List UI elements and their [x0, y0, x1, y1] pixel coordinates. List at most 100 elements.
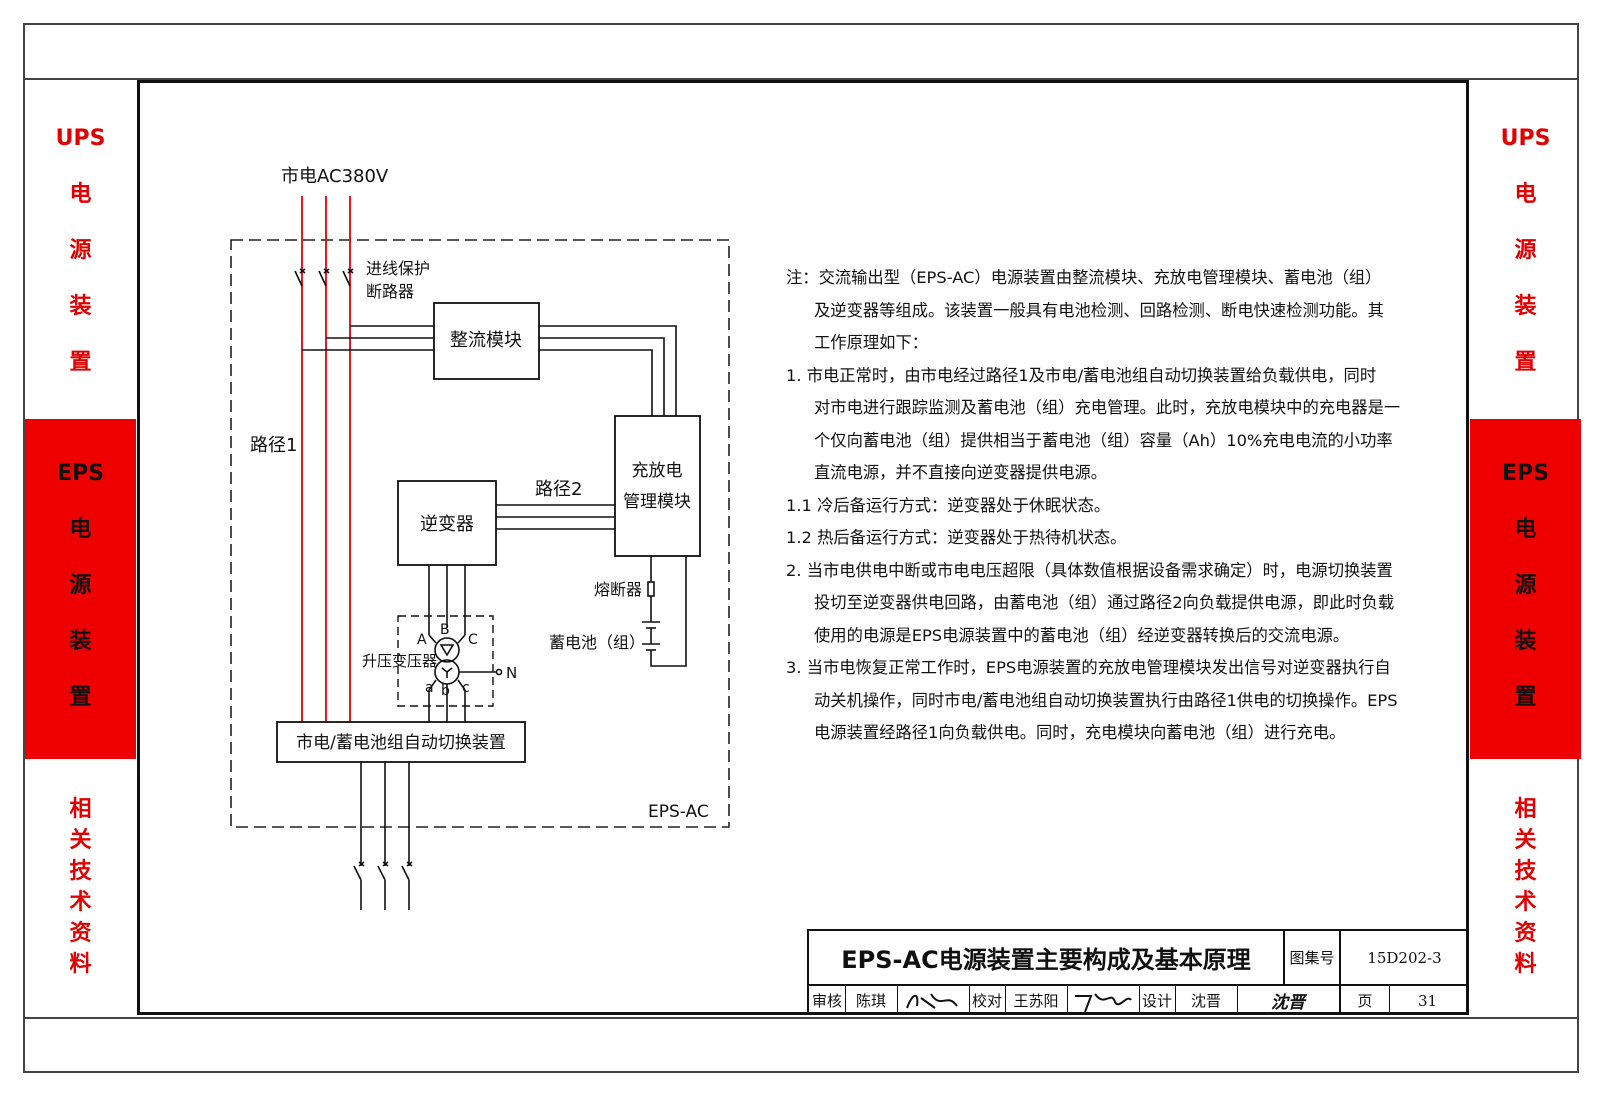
battery-label: 蓄电池（组） — [549, 633, 645, 652]
note-line: 注：交流输出型（EPS-AC）电源装置由整流模块、充放电管理模块、蓄电池（组） — [786, 268, 1382, 287]
note-line: 1. 市电正常时，由市电经过路径1及市电/蓄电池组自动切换装置给负载供电，同时 — [786, 365, 1377, 385]
path1-wires — [301, 196, 351, 722]
rectifier-box — [433, 302, 540, 380]
inverter-output — [428, 565, 466, 635]
checker-name: 王苏阳 — [1005, 986, 1068, 1015]
atlas-label: 图集号 — [1289, 949, 1335, 967]
side-tab-ups-right[interactable]: UPS 电 源 装 置 — [1470, 80, 1581, 419]
mains-label: 市电AC380V — [281, 166, 389, 187]
signature-icon — [906, 992, 958, 1009]
inverter-label: 逆变器 — [420, 514, 474, 535]
bottom-margin-line — [23, 1017, 1579, 1019]
drawing-frame — [137, 80, 1469, 1015]
battery-branch — [642, 556, 687, 667]
tab-line: 相 — [1514, 797, 1537, 822]
charger-label: 充放电 — [632, 461, 683, 481]
eps-ac-box-label: EPS-AC — [648, 802, 709, 822]
side-tab-related-right[interactable]: 相 关 技 术 资 料 — [1470, 759, 1581, 1015]
transfer-switch-box — [276, 721, 526, 763]
tab-line: 术 — [69, 890, 92, 915]
neutral-label: N — [506, 664, 517, 682]
phase-label: b — [441, 683, 450, 699]
transformer-label: 升压变压器 — [362, 652, 437, 670]
tab-line: 术 — [1514, 890, 1537, 915]
phase-label: B — [440, 622, 450, 638]
incoming-breaker-icon — [294, 268, 354, 287]
note-line: 工作原理如下： — [814, 333, 928, 352]
designer-signature: 沈晋 — [1271, 993, 1305, 1013]
note-line: 个仅向蓄电池（组）提供相当于蓄电池（组）容量（Ah）10%充电电流的小功率 — [814, 430, 1393, 450]
breaker-label: 进线保护 — [366, 259, 430, 278]
side-tab-related-left[interactable]: 相 关 技 术 资 料 — [25, 759, 136, 1015]
tab-line: 置 — [1514, 685, 1537, 710]
tab-line: 资 — [69, 921, 92, 946]
top-margin-line — [23, 78, 1579, 80]
drawing-title: EPS-AC电源装置主要构成及基本原理 — [841, 946, 1251, 974]
tab-line: 源 — [69, 573, 92, 598]
step-up-transformer-icon — [428, 634, 503, 691]
tab-line: 关 — [1514, 828, 1537, 853]
phase-label: A — [417, 632, 427, 648]
tab-line: 技 — [1514, 859, 1537, 884]
breaker-label: 断路器 — [366, 282, 414, 301]
check-label: 校对 — [969, 986, 1006, 1015]
tab-line: 关 — [69, 828, 92, 853]
rectifier-label: 整流模块 — [450, 330, 522, 351]
transfer-switch-label: 市电/蓄电池组自动切换装置 — [296, 733, 506, 753]
atlas-number: 15D202-3 — [1367, 948, 1442, 967]
tab-line: 源 — [69, 238, 92, 263]
transformer-boundary — [397, 615, 494, 707]
tab-line: 料 — [1514, 952, 1537, 977]
charger-box — [614, 415, 701, 557]
tab-line: EPS — [1502, 461, 1549, 486]
tab-line: UPS — [55, 126, 106, 151]
reviewer-name: 陈琪 — [845, 986, 898, 1015]
rectifier-feed — [302, 325, 434, 351]
signature-icon — [1075, 992, 1132, 1012]
transformer-output — [428, 684, 466, 722]
side-tab-eps-left[interactable]: EPS 电 源 装 置 — [25, 419, 136, 759]
note-line: 对市电进行跟踪监测及蓄电池（组）充电管理。此时，充放电模块中的充电器是一 — [814, 398, 1401, 417]
phase-label: C — [468, 632, 478, 648]
notes-block: 注：交流输出型（EPS-AC）电源装置由整流模块、充放电管理模块、蓄电池（组） … — [786, 262, 1406, 750]
tab-line: 置 — [69, 350, 92, 375]
tab-line: UPS — [1500, 126, 1551, 151]
dc-bus — [539, 325, 677, 416]
fuse-label: 熔断器 — [594, 580, 642, 599]
eps-ac-boundary — [230, 239, 730, 828]
tab-line: 置 — [1514, 350, 1537, 375]
page-number: 31 — [1417, 991, 1438, 1010]
tab-line: 装 — [1514, 629, 1537, 654]
divider — [809, 984, 1466, 986]
note-line: 3. 当市电恢复正常工作时，EPS电源装置的充放电管理模块发出信号对逆变器执行自 — [786, 658, 1391, 677]
tab-line: 资 — [1514, 921, 1537, 946]
note-line: 2. 当市电供电中断或市电电压超限（具体数值根据设备需求确定）时，电源切换装置 — [786, 560, 1393, 580]
note-line: 及逆变器等组成。该装置一般具有电池检测、回路检测、断电快速检测功能。其 — [814, 300, 1384, 320]
note-line: 1.1 冷后备运行方式：逆变器处于休眠状态。 — [786, 495, 1111, 515]
side-tab-eps-right[interactable]: EPS 电 源 装 置 — [1470, 419, 1581, 759]
tab-line: 电 — [69, 182, 92, 207]
tab-line: 装 — [69, 629, 92, 654]
phase-label: c — [462, 680, 470, 696]
side-tab-ups-left[interactable]: UPS 电 源 装 置 — [25, 80, 136, 419]
designer-name: 沈晋 — [1175, 986, 1238, 1015]
page-label: 页 — [1341, 986, 1390, 1015]
path1-label: 路径1 — [250, 435, 297, 456]
tab-line: 源 — [1514, 238, 1537, 263]
divider — [1339, 931, 1341, 1015]
tab-line: 电 — [69, 517, 92, 542]
tab-line: 置 — [69, 685, 92, 710]
note-line: 使用的电源是EPS电源装置中的蓄电池（组）经逆变器转换后的交流电源。 — [814, 625, 1350, 645]
tab-line: 相 — [69, 797, 92, 822]
checker-signature — [1067, 986, 1140, 1015]
tab-line: 装 — [1514, 294, 1537, 319]
note-line: 直流电源，并不直接向逆变器提供电源。 — [814, 463, 1108, 482]
design-label: 设计 — [1139, 986, 1176, 1015]
reviewer-signature — [897, 986, 970, 1015]
tab-line: 技 — [69, 859, 92, 884]
tab-line: 料 — [69, 952, 92, 977]
tab-line: 源 — [1514, 573, 1537, 598]
path2-label: 路径2 — [535, 479, 582, 500]
fuse-icon — [647, 581, 655, 597]
